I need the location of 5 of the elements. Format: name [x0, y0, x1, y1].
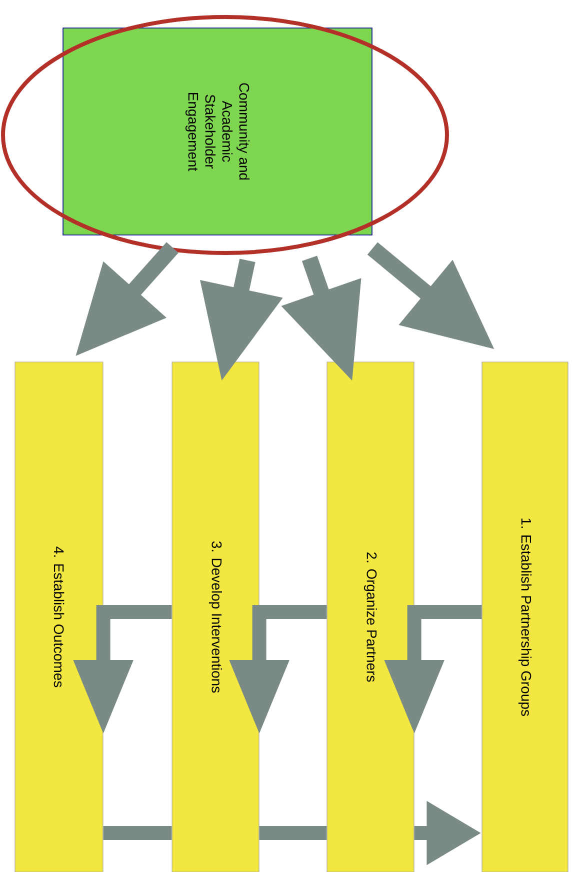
engagement-box: Community and Academic Stakeholder Engagement [62, 28, 372, 236]
step-bar: 3. Develop Interventions [172, 362, 260, 872]
step-bar: 1. Establish Partnership Groups [482, 362, 568, 872]
step-bar: 4. Establish Outcomes [14, 362, 104, 872]
step-bar: 2. Organize Partners [326, 362, 414, 872]
